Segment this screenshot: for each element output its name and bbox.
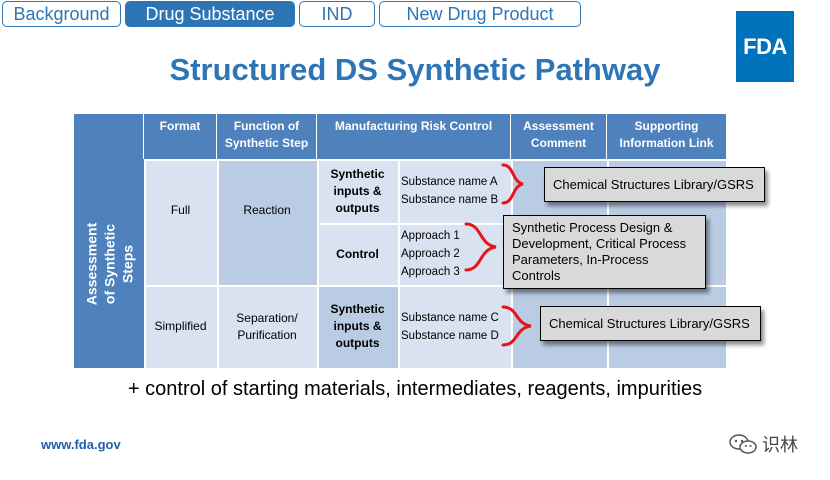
grid-line xyxy=(317,159,319,368)
tab-ind[interactable]: IND xyxy=(299,1,375,27)
format-full: Full xyxy=(144,159,217,285)
page-title: Structured DS Synthetic Pathway xyxy=(169,52,661,87)
control-label: Control xyxy=(317,223,398,285)
grid-line xyxy=(144,159,146,368)
approach-2: Approach 2 xyxy=(401,248,460,260)
tab-drug-substance[interactable]: Drug Substance xyxy=(125,1,295,27)
header-supporting: Supporting Information Link xyxy=(607,114,726,159)
approach-3: Approach 3 xyxy=(401,266,460,278)
substance-a: Substance name A xyxy=(401,176,498,188)
substance-b: Substance name B xyxy=(401,194,499,206)
inputs-substances-ab: Substance name A Substance name B xyxy=(398,159,511,223)
tab-new-drug-product[interactable]: New Drug Product xyxy=(379,1,581,27)
header-risk-control: Manufacturing Risk Control xyxy=(317,114,511,159)
grid-line xyxy=(317,223,511,225)
control-summary-text: + control of starting materials, interme… xyxy=(127,378,703,400)
side-label: Assessment of Synthetic Steps xyxy=(83,222,135,305)
watermark-text: 识林 xyxy=(762,435,798,455)
fda-url-link[interactable]: www.fda.gov xyxy=(41,437,121,452)
substance-d: Substance name D xyxy=(401,329,499,342)
function-reaction: Reaction xyxy=(217,159,317,285)
callout-process-design: Synthetic Process Design & Development, … xyxy=(503,215,706,289)
wechat-icon xyxy=(729,434,757,454)
watermark: 识林 xyxy=(728,431,798,457)
header-blank xyxy=(74,114,144,159)
tab-background[interactable]: Background xyxy=(2,1,121,27)
bracket-icon xyxy=(501,163,524,205)
bracket-icon xyxy=(464,222,497,272)
header-function: Function of Synthetic Step xyxy=(217,114,317,159)
callout-chemical-structures-bottom: Chemical Structures Library/GSRS xyxy=(540,306,761,341)
control-approaches: Approach 1 Approach 2 Approach 3 xyxy=(398,223,511,285)
bracket-icon xyxy=(501,305,532,347)
format-simplified: Simplified xyxy=(144,285,217,368)
inputs-label-simplified: Synthetic inputs & outputs xyxy=(317,285,398,368)
approach-1: Approach 1 xyxy=(401,230,460,242)
inputs-label-full: Synthetic inputs & outputs xyxy=(317,159,398,223)
fda-logo: FDA xyxy=(736,11,794,82)
header-assessment: Assessment Comment xyxy=(511,114,607,159)
inputs-substances-cd: Substance name C Substance name D xyxy=(398,285,511,368)
grid-line xyxy=(144,159,726,161)
substance-c: Substance name C xyxy=(401,311,499,324)
header-format: Format xyxy=(144,114,217,159)
side-label-cell: Assessment of Synthetic Steps xyxy=(74,159,144,368)
callout-chemical-structures-top: Chemical Structures Library/GSRS xyxy=(544,167,765,202)
grid-line xyxy=(217,159,219,368)
grid-line xyxy=(398,159,400,368)
grid-line xyxy=(144,285,726,287)
function-separation: Separation/ Purification xyxy=(217,285,317,368)
